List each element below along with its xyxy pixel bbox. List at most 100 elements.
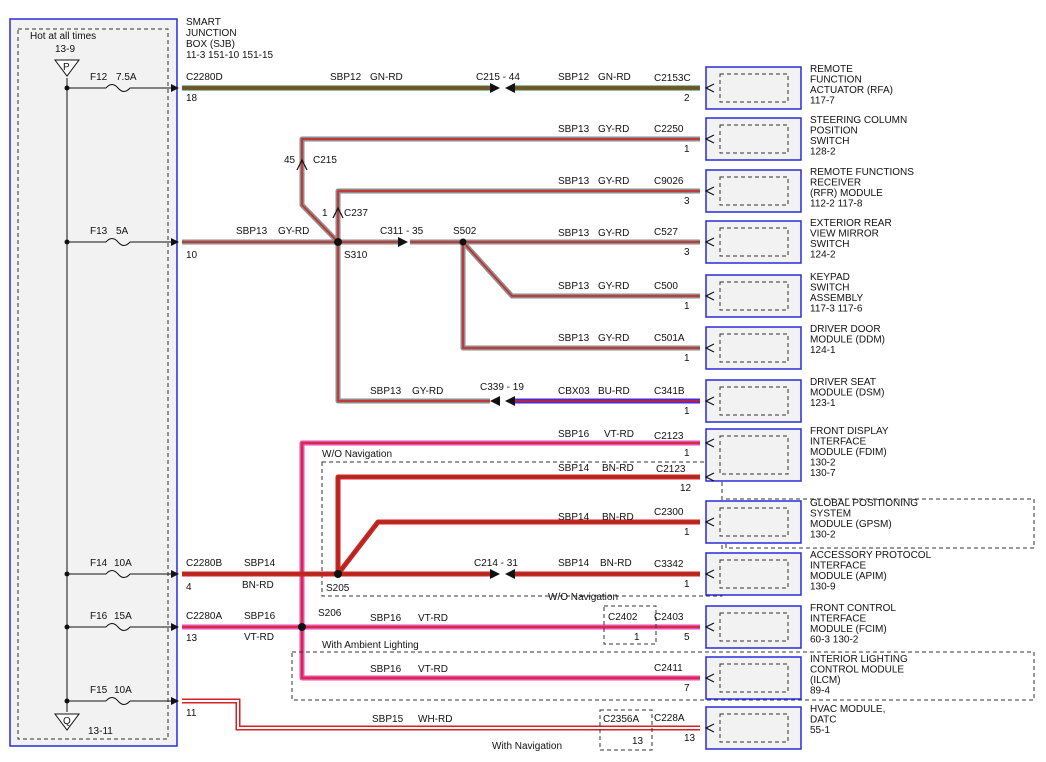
module-fdim-name-line: 130-7 [810,468,836,479]
wire-apim-circuit: SBP14 [558,558,590,569]
module-dsm-name-line: MODULE (DSM) [810,388,884,399]
wire-c9026-circuit: SBP13 [558,176,590,187]
module-ddm-inner [719,333,789,363]
module-keypad-inner [719,281,789,311]
wire-ilcm-circuit: SBP16 [370,664,402,675]
conn-c311-35: C311 - 35 [380,226,424,237]
splice-s206 [298,623,306,631]
sjb-q-ref: 13-11 [88,726,113,737]
module-ilcm-name-line: 89-4 [810,686,830,697]
module-keypad-connector: C500 [654,281,678,292]
conn-c215-label: C215 [313,155,337,166]
module-apim-inner [719,559,789,589]
wire-gpsm-color: BN-RD [602,512,634,523]
wire-c500-color: GY-RD [598,281,629,292]
module-fcim-inner [719,612,789,642]
sjb-title-1: SMART [186,17,221,28]
module-fdim-inner [719,435,789,475]
splice-s310-label: S310 [344,250,368,261]
sjb-pin-13: 13 [186,633,198,644]
module-keypad-name-line: SWITCH [810,283,849,294]
module-rfa-name-line: FUNCTION [810,75,862,86]
module-fdim-name-line: INTERFACE [810,437,866,448]
sjb-pin-18: 18 [186,93,198,104]
ground-q-icon [54,713,80,731]
connector-arrow-icon [704,83,715,93]
module-steering-switch-inner [719,124,789,154]
wire-c501a-circuit: SBP13 [558,333,590,344]
conn-c2402-box [603,605,657,645]
module-gpsm-name-line: MODULE (GPSM) [810,519,892,530]
wire-c2250-circuit: SBP13 [558,124,590,135]
module-fcim-pin: 5 [684,632,690,643]
module-ddm-connector: C501A [654,333,685,344]
module-gpsm-name-line: GLOBAL POSITIONING [810,498,918,509]
wire-dsm-right-color: BU-RD [598,386,630,397]
connector-arrow-icon [704,569,715,579]
c214-arrow-right-icon [505,569,515,579]
c214-arrow-left-icon [490,569,500,579]
module-fcim-name-line: INTERFACE [810,614,866,625]
conn-c2402-pin: 1 [634,632,640,643]
wo-nav-box [321,461,723,597]
module-ilcm-name-line: CONTROL MODULE [810,665,904,676]
connector-arrow-icon [704,622,715,632]
sjb-inner-box [17,28,169,740]
module-rfr-connector: C9026 [654,176,684,187]
wire-c2250-color: GY-RD [598,124,629,135]
connector-arrow-icon [704,291,715,301]
wire-fdim2-circuit: SBP14 [558,463,590,474]
fuse-f14-amp: 10A [114,558,132,569]
c215-arrow-icon [296,158,308,171]
wire-ilcm-color: VT-RD [418,664,448,675]
splice-s502-label: S502 [453,226,477,237]
module-ddm-name-line: DRIVER DOOR [810,324,881,335]
wire-sbp16-network [182,440,700,681]
conn-c2356a-label: C2356A [603,714,639,725]
connector-arrow-icon [704,472,715,482]
fuse-f12: F12 7.5A [64,72,179,92]
module-fdim-name-line: MODULE (FDIM) [810,447,887,458]
wire-fcim-circuit: SBP16 [370,613,402,624]
fuse-f16: F16 15A [64,611,179,631]
module-gpsm-connector: C2300 [654,507,684,518]
wire-sbp12 [182,83,700,93]
module-hvac-name-line: DATC [810,715,836,726]
splice-s205-label: S205 [326,583,350,594]
fuse-f15: F15 10A [64,685,179,705]
fuse-f13-id: F13 [90,226,108,237]
module-mirror-switch-inner [719,227,789,257]
module-apim-name-line: MODULE (APIM) [810,571,887,582]
module-rfa-connector: C2153C [654,73,691,84]
module-rfa-inner [719,73,789,103]
sjb-hot-label: Hot at all times [30,31,96,42]
sjb-pin-4: 4 [186,582,192,593]
module-hvac-connector: C228A [654,713,685,724]
module-fcim-name-line: FRONT CONTROL [810,603,896,614]
module-ilcm-inner [719,663,789,693]
conn-c339-19: C339 - 19 [480,382,524,393]
connector-arrow-icon [704,438,715,448]
module-steering-switch-name-line: STEERING COLUMN [810,115,907,126]
power-p-label: P [63,62,70,73]
wire-fdim1-color: VT-RD [604,429,634,440]
connector-arrow-icon [704,517,715,527]
connector-arrow-icon [704,237,715,247]
fuse-f16-id: F16 [90,611,108,622]
module-rfr-name-line: RECEIVER [810,178,861,189]
conn-c2356a-pin: 13 [632,736,644,747]
module-gpsm-inner [719,507,789,537]
module-mirror-switch-connector: C527 [654,227,678,238]
wo-nav-label: W/O Navigation [322,449,392,460]
wire-c527-circuit: SBP13 [558,228,590,239]
module-steering-switch-name-line: POSITION [810,126,858,137]
connector-arrow-icon [704,396,715,406]
module-apim-name-line: INTERFACE [810,561,866,572]
